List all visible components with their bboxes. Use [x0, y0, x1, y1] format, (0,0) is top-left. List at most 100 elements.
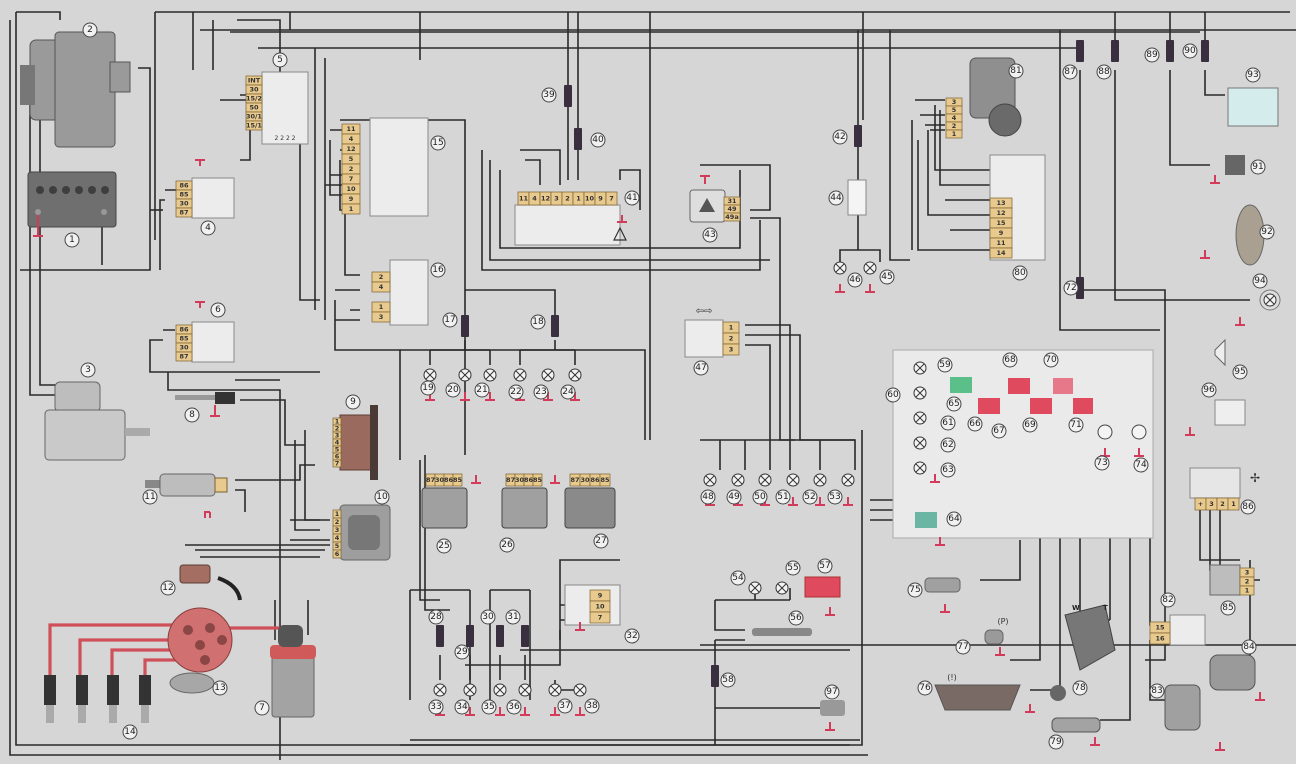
indicator-66	[978, 398, 1000, 414]
relay-4	[191, 159, 235, 219]
callout-number: 36	[508, 702, 520, 712]
callout-number: 28	[430, 612, 442, 622]
callout-gauge: 73	[1094, 455, 1110, 471]
lamp-icon	[813, 473, 827, 487]
pin-label: 3	[335, 432, 340, 440]
callout-fog-relay: 27	[593, 533, 609, 549]
callout-number: 90	[1184, 46, 1196, 56]
pin-label: 1	[379, 303, 384, 311]
callout-number: 60	[887, 390, 899, 400]
callout-relay: 26	[499, 537, 515, 553]
callout-number: 87	[1064, 67, 1075, 77]
fuse-89	[1166, 40, 1174, 62]
lamp-icon	[786, 473, 800, 487]
pin-label: 87	[570, 476, 579, 484]
lamp-icon	[568, 368, 582, 382]
pin-label: 16	[1155, 635, 1165, 643]
pin-label: 5	[335, 446, 340, 454]
ground-icon	[520, 707, 530, 716]
ground-icon	[1255, 692, 1265, 701]
callout-oil-sensor: 75	[907, 582, 923, 598]
pin-label: 3	[379, 313, 384, 321]
switch-16-pins-b: 13	[371, 301, 391, 323]
callout-fan-switch: 86	[1240, 499, 1256, 515]
callout-number: 41	[626, 193, 637, 203]
callout-fuse: 29	[454, 644, 470, 660]
callout-lamp: 94	[1252, 273, 1268, 289]
callout-lamp: 34	[454, 699, 470, 715]
callout-wiper-motor: 81	[1008, 63, 1024, 79]
callout-lamp: 20	[445, 382, 461, 398]
pin-label: 2	[952, 122, 957, 130]
ground-icon	[825, 722, 835, 731]
callout-number: 19	[422, 383, 434, 393]
lamp-icon	[1263, 293, 1277, 307]
callout-lamp: 33	[428, 699, 444, 715]
pin-label: 85	[179, 191, 189, 199]
callout-number: 78	[1074, 683, 1086, 693]
callout-number: 31	[507, 612, 518, 622]
callout-indicator: 66	[967, 416, 983, 432]
fan-icon: ✢	[1250, 471, 1260, 485]
pin-label: 7	[598, 614, 603, 622]
fuse-42	[854, 125, 862, 147]
pin-label: 30	[515, 476, 525, 484]
hazard-triangle-icon	[613, 226, 627, 241]
callout-fuse: 58	[720, 672, 736, 688]
ground-icon	[485, 392, 495, 401]
callout-horn: 92	[1259, 224, 1275, 240]
callout-relay: 6	[210, 302, 226, 318]
callout-fuse: 42	[832, 129, 848, 145]
indicator-65	[950, 377, 972, 393]
callout-number: 77	[957, 642, 968, 652]
callout-brake-fluid-sensor: 76	[917, 680, 933, 696]
pin-label: 1	[1245, 587, 1250, 595]
gauge-74	[1131, 424, 1147, 440]
sensor-91	[1225, 155, 1245, 175]
starter	[44, 381, 150, 461]
callout-number: 37	[559, 701, 570, 711]
callout-fuse: 17	[442, 312, 458, 328]
callout-number: 70	[1045, 355, 1057, 365]
callout-lamp: 55	[785, 560, 801, 576]
indicator-70	[1053, 378, 1073, 394]
fuse-90	[1201, 40, 1209, 62]
pin-label: 87	[426, 476, 435, 484]
callout-number: 75	[909, 585, 920, 595]
callout-number: 96	[1203, 385, 1215, 395]
fuse-88	[1111, 40, 1119, 62]
pin-label: 10	[595, 603, 605, 611]
pin-label: 3	[1245, 569, 1250, 577]
callout-resistor-unit: 85	[1220, 600, 1236, 616]
callout-number: 8	[189, 410, 195, 420]
lamp-icon	[731, 473, 745, 487]
fuel-sender-t-label: T	[1103, 604, 1108, 612]
callout-turn-switch: 47	[693, 360, 709, 376]
lamp-icon	[541, 368, 555, 382]
callout-spark-plugs: 14	[122, 724, 138, 740]
callout-number: 9	[350, 397, 356, 407]
callout-number: 83	[1151, 686, 1162, 696]
callout-number: 97	[826, 687, 837, 697]
callout-battery: 1	[64, 232, 80, 248]
callout-number: 71	[1070, 420, 1081, 430]
pin-label: 4	[379, 283, 384, 291]
lamps	[423, 261, 1277, 697]
connector-97	[820, 700, 845, 716]
pin-label: 10	[346, 185, 356, 193]
callout-number: 10	[376, 492, 388, 502]
pin-label: 7	[335, 460, 340, 468]
callout-lamp: 61	[940, 415, 956, 431]
callout-number: 50	[754, 492, 766, 502]
pin-label: 30	[435, 476, 445, 484]
wiper-motor	[969, 57, 1022, 137]
lamp-icon	[913, 411, 927, 425]
callout-number: 27	[595, 536, 606, 546]
pin-label: 15/1	[246, 122, 262, 130]
callout-door-switch: 96	[1201, 382, 1217, 398]
callout-number: 25	[438, 541, 449, 551]
indicator-64	[915, 512, 937, 528]
callout-number: 18	[532, 317, 544, 327]
brake-fluid-label: (!)	[947, 673, 956, 682]
